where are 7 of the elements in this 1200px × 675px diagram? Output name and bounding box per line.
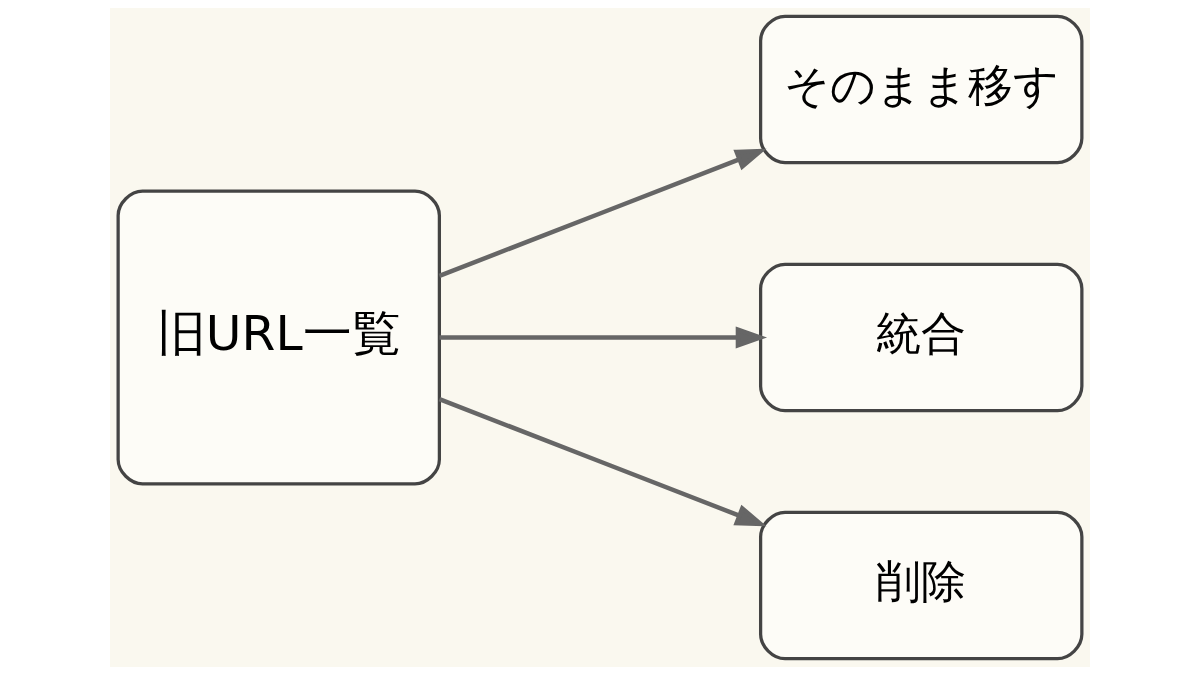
- node-box: そのまま移す: [759, 14, 1084, 165]
- arrow: [438, 148, 767, 278]
- node-box: 削除: [759, 510, 1084, 661]
- node-box: 統合: [759, 262, 1084, 413]
- arrow: [439, 326, 768, 349]
- node-box: 旧URL一覧: [116, 189, 441, 486]
- arrow: [438, 397, 767, 527]
